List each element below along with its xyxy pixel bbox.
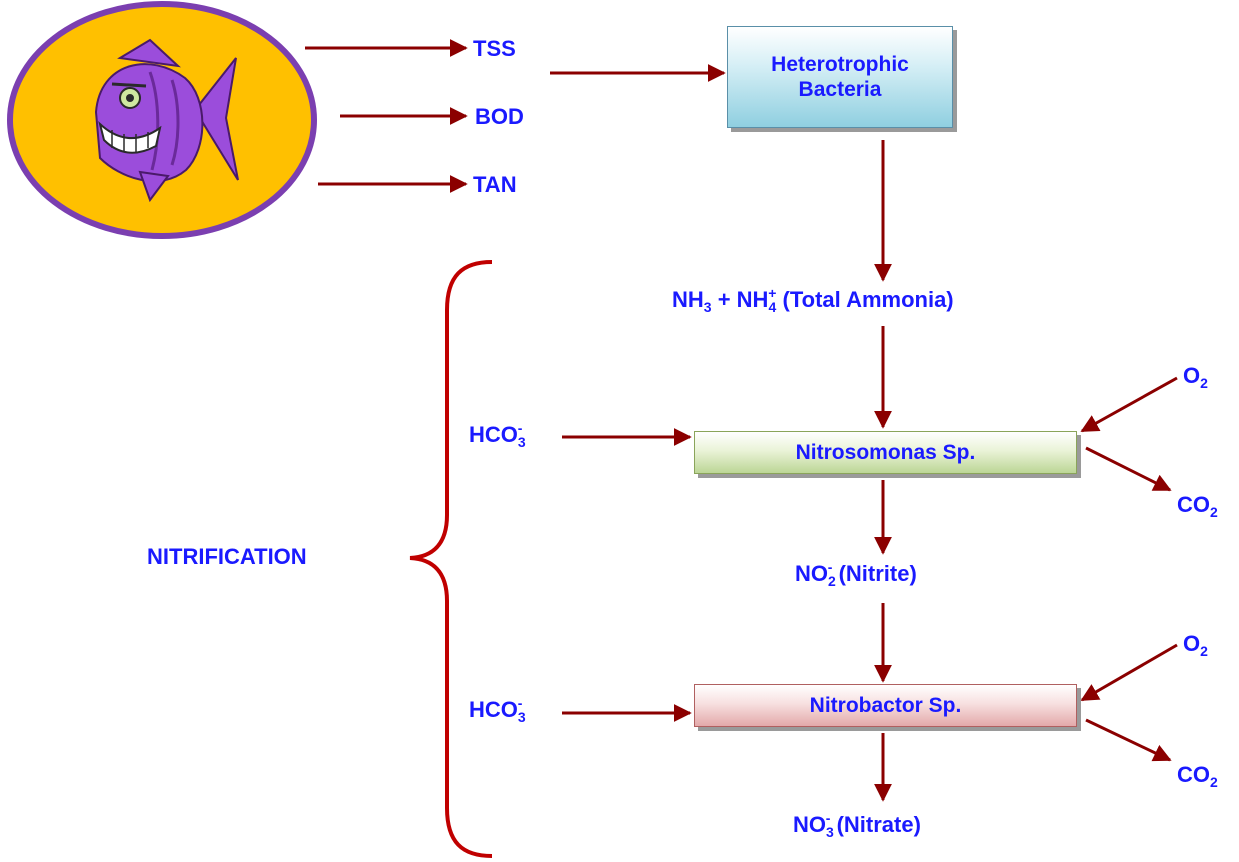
total-ammonia-label: NH3 + NH4+ (Total Ammonia) [672, 285, 954, 315]
nitrosomonas-label: Nitrosomonas Sp. [795, 440, 976, 464]
nitrobactor-label: Nitrobactor Sp. [809, 693, 962, 717]
oxygen-label-bottom: O2 [1183, 631, 1208, 659]
fish-icon [94, 38, 239, 203]
bod-label: BOD [475, 104, 524, 129]
nitrobactor-box: Nitrobactor Sp. [694, 684, 1077, 727]
nitrite-label: NO2- (Nitrite) [795, 559, 917, 589]
bicarbonate-label-top: HCO3- [469, 420, 526, 450]
carbon-dioxide-label-bottom: CO2 [1177, 762, 1218, 790]
carbon-dioxide-label-top: CO2 [1177, 492, 1218, 520]
heterotrophic-bacteria-box: Heterotrophic Bacteria [727, 26, 953, 128]
oxygen-label-top: O2 [1183, 363, 1208, 391]
arrow-o2-to-nitrobactor [1080, 643, 1178, 702]
arrow-o2-to-nitrosomonas [1080, 376, 1178, 433]
bicarbonate-label-bottom: HCO3- [469, 695, 526, 725]
nitrate-label: NO3- (Nitrate) [793, 810, 921, 840]
arrow-nitrobactor-to-co2 [1085, 718, 1172, 762]
heterotrophic-label-line1: Heterotrophic [771, 52, 909, 76]
arrow-nitrosomonas-to-co2 [1085, 446, 1172, 492]
nitrification-label: NITRIFICATION [147, 544, 307, 569]
tss-label: TSS [473, 36, 516, 61]
heterotrophic-label-line2: Bacteria [798, 78, 882, 101]
tan-label: TAN [473, 172, 517, 197]
nitrification-brace [409, 260, 493, 858]
nitrosomonas-box: Nitrosomonas Sp. [694, 431, 1077, 474]
